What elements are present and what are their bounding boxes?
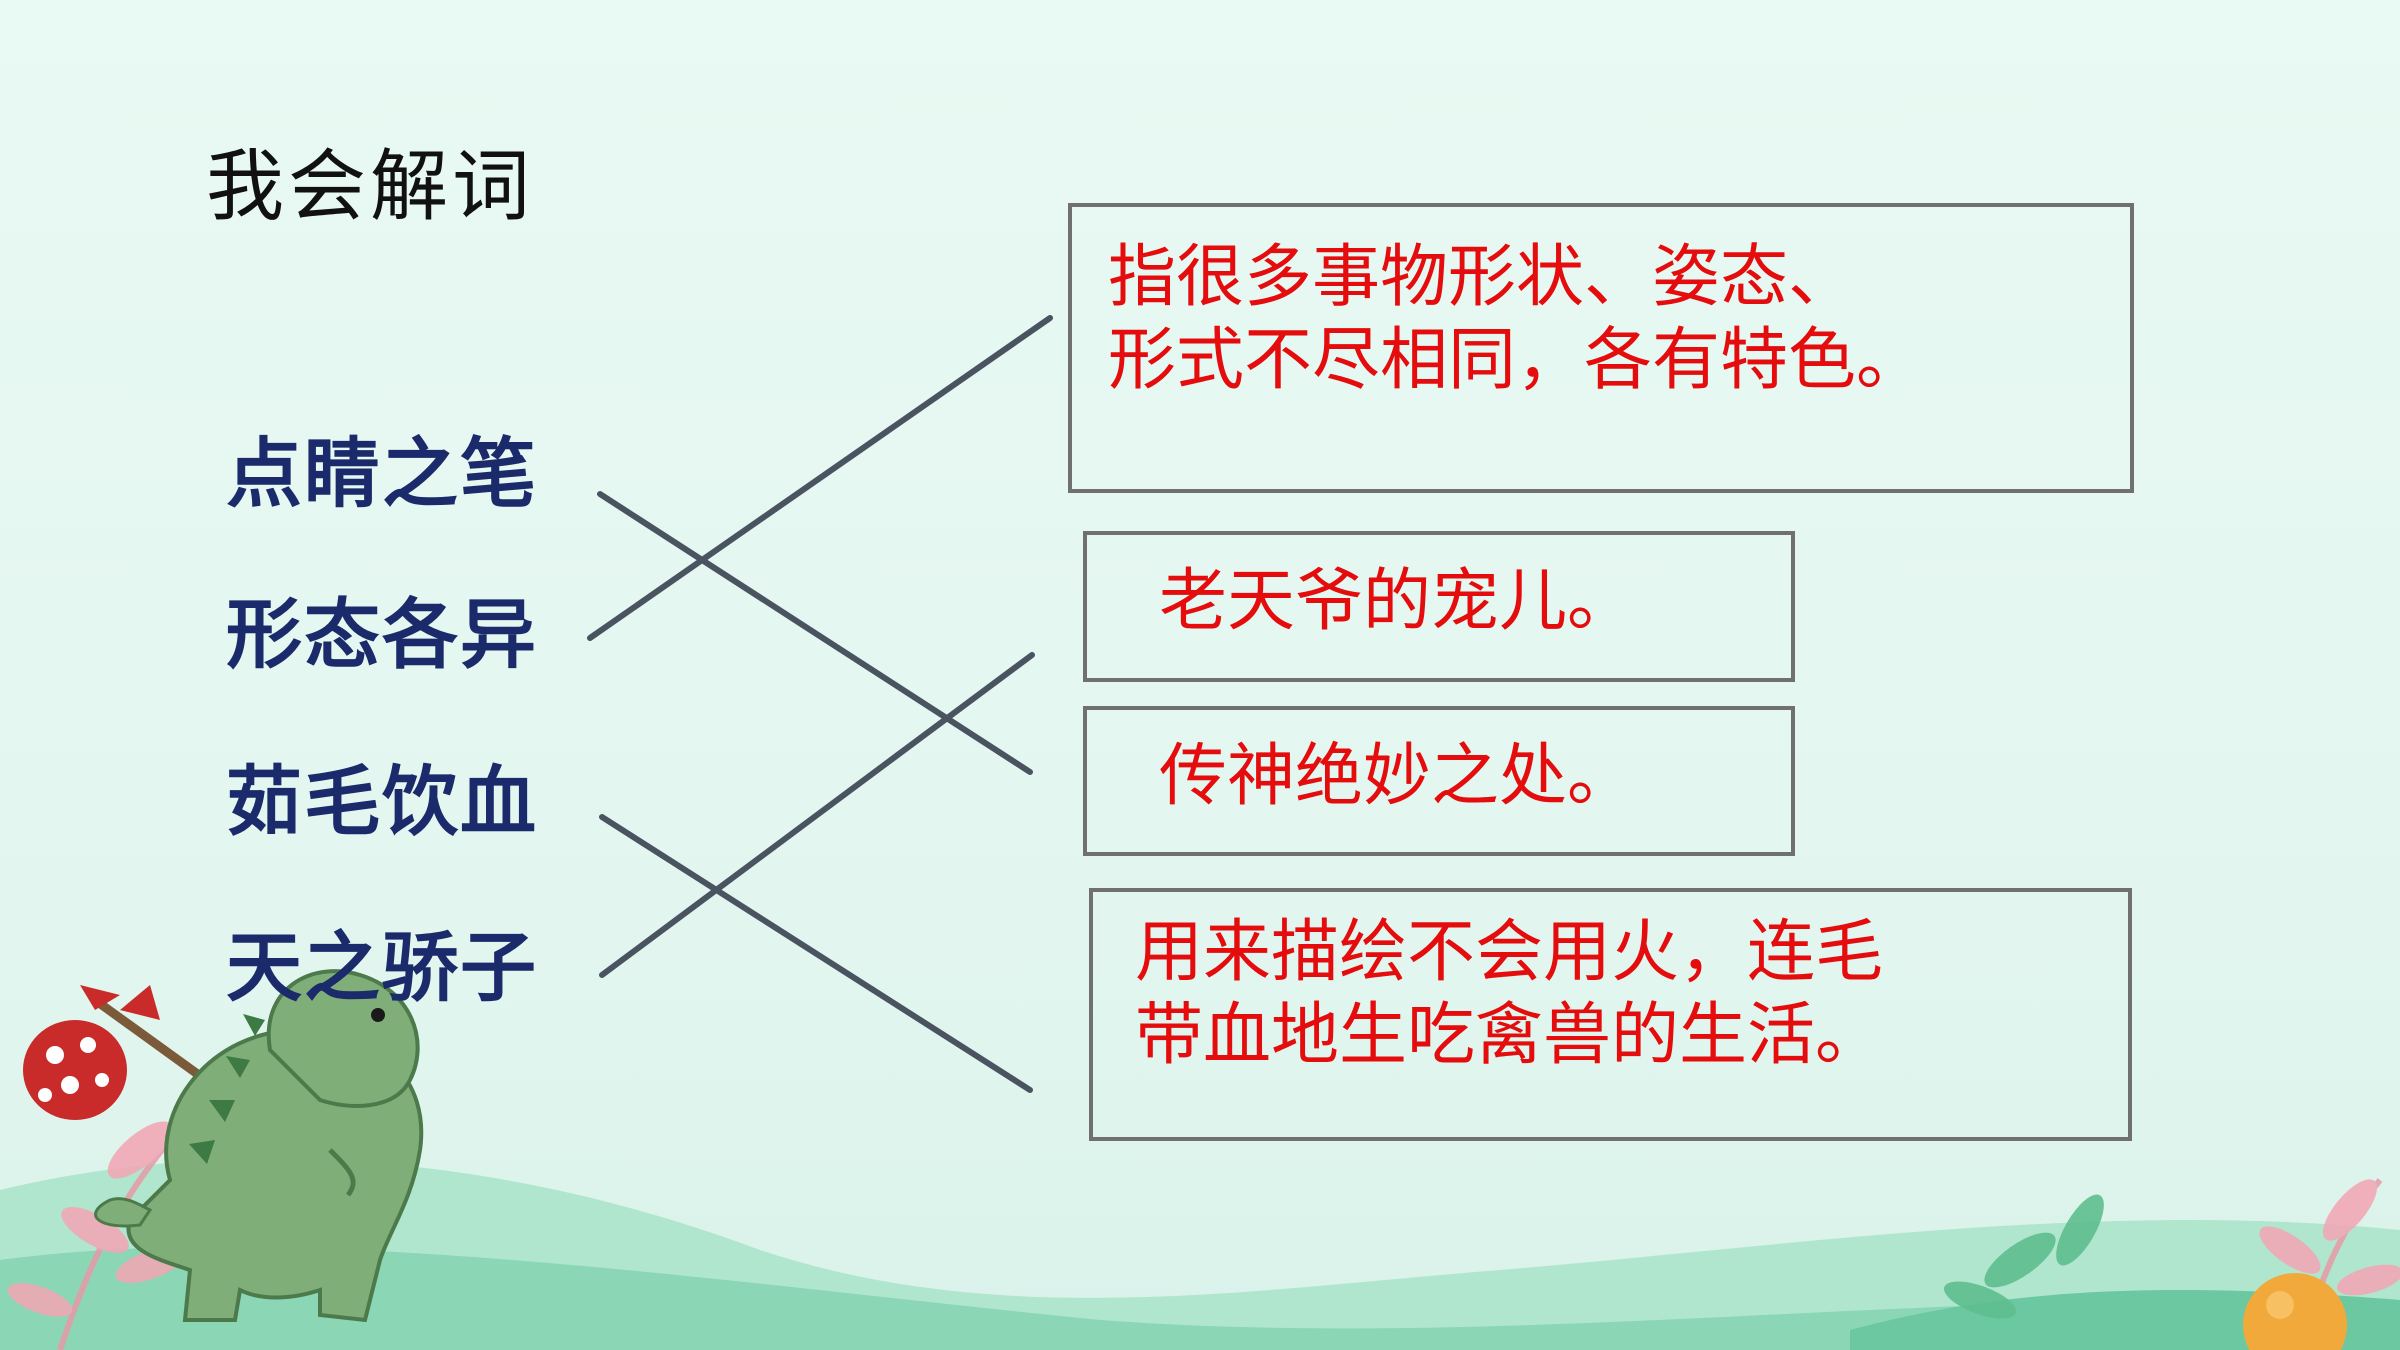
definition-text-line: 老天爷的宠儿。	[1159, 562, 1636, 641]
definition-box-xingtai[interactable]: 指很多事物形状、姿态、 形式不尽相同，各有特色。	[1068, 203, 2134, 493]
term-rumao-yinxue[interactable]: 茹毛饮血	[226, 757, 538, 846]
orange-fruit	[2243, 1273, 2347, 1350]
connector-line-xingtai	[587, 315, 1053, 641]
term-dianjing-zhi-bi[interactable]: 点睛之笔	[226, 429, 538, 518]
term-xingtai-geyi[interactable]: 形态各异	[226, 590, 538, 679]
definition-text-line: 传神绝妙之处。	[1159, 737, 1636, 816]
definition-box-chonger[interactable]: 老天爷的宠儿。	[1083, 531, 1795, 682]
connector-line-dianjing	[597, 491, 1033, 775]
definition-text-line: 用来描绘不会用火，连毛	[1135, 913, 1884, 992]
green-ground-hills	[0, 1158, 2400, 1350]
pink-leaf-branches	[7, 1121, 185, 1350]
definition-box-rumao[interactable]: 用来描绘不会用火，连毛 带血地生吃禽兽的生活。	[1089, 888, 2132, 1141]
connector-line-tianzhi	[599, 652, 1035, 978]
connector-line-rumao	[599, 814, 1033, 1093]
definition-box-chuanshen[interactable]: 传神绝妙之处。	[1083, 706, 1795, 856]
definition-text-line: 形式不尽相同，各有特色。	[1108, 320, 1925, 400]
term-tianzhi-jiaozi[interactable]: 天之骄子	[226, 923, 538, 1012]
dinosaur-with-bundle	[23, 969, 424, 1323]
definition-text-line: 带血地生吃禽兽的生活。	[1135, 995, 1884, 1075]
definition-text-line: 指很多事物形状、姿态、	[1108, 238, 1857, 317]
page-title: 我会解词	[206, 142, 535, 232]
